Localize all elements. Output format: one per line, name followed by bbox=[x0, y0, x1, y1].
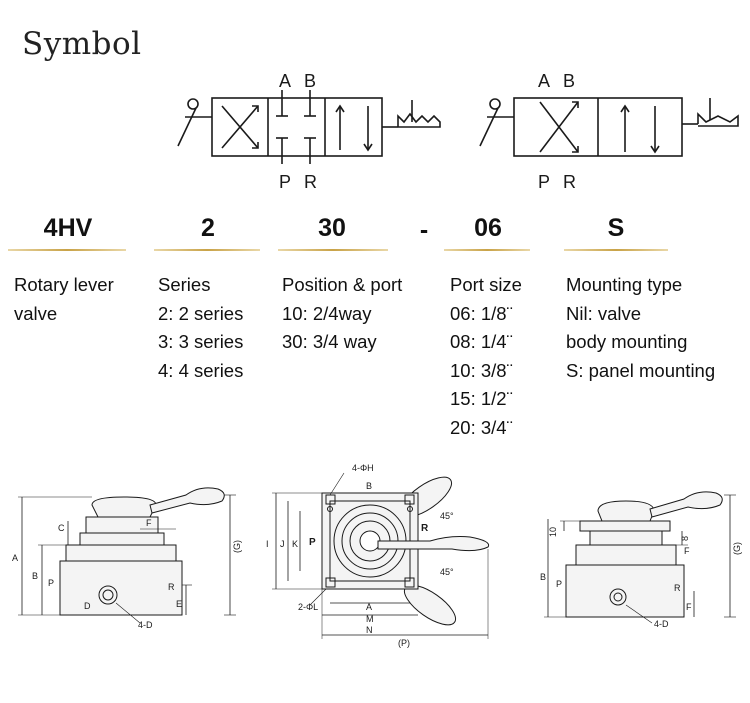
side-view-right bbox=[544, 491, 736, 624]
dim-label-m: M bbox=[366, 614, 374, 624]
desc-line: Nil: valve bbox=[566, 302, 642, 324]
dimension-drawings: A B C F P R E D 4-D (G) bbox=[12, 463, 742, 648]
desc-line: Mounting type bbox=[566, 274, 683, 295]
dim-label-f: F bbox=[146, 518, 152, 528]
lever-knob bbox=[489, 98, 501, 110]
code-underline bbox=[444, 249, 530, 251]
dim-label-c: C bbox=[58, 523, 65, 533]
desc-line: 06: 1/8¨ bbox=[450, 302, 513, 324]
desc-line: 20: 3/4¨ bbox=[450, 416, 513, 438]
dim-label-2l: 2-ΦL bbox=[298, 602, 318, 612]
dim-label-a: A bbox=[12, 553, 18, 563]
dim-label-a: A bbox=[366, 602, 372, 612]
desc-line: 10: 2/4way bbox=[282, 302, 372, 324]
desc-column-port-size: Port size 06: 1/8¨ 08: 1/4¨ 10: 3/8¨ 15:… bbox=[450, 271, 522, 442]
code-underline bbox=[278, 249, 388, 251]
dim-label-g: (G) bbox=[732, 542, 742, 555]
dim-label-k: K bbox=[292, 539, 298, 549]
code-separator: - bbox=[419, 216, 429, 244]
dim-label-pp: (P) bbox=[398, 638, 410, 648]
desc-line: 15: 1/2¨ bbox=[450, 388, 513, 409]
dim-label-4d: 4-D bbox=[654, 619, 669, 629]
lever-knob bbox=[187, 98, 199, 110]
dim-label-r: R bbox=[168, 582, 175, 592]
dim-label-b: B bbox=[366, 481, 372, 491]
dim-label-j: J bbox=[280, 539, 285, 549]
sym-right-port-r: R bbox=[563, 172, 576, 192]
desc-line: 4: 4 series bbox=[158, 359, 244, 381]
code-port-size: 06 bbox=[474, 214, 502, 242]
dim-label-45-bottom: 45° bbox=[440, 567, 454, 577]
sym-left-port-r: R bbox=[304, 172, 317, 192]
dim-label-f-lower: F bbox=[686, 602, 692, 612]
desc-line: body mounting bbox=[566, 331, 688, 352]
dim-label-8: 8 bbox=[680, 536, 690, 541]
desc-line: valve bbox=[14, 302, 58, 324]
code-position-port: 30 bbox=[318, 214, 346, 242]
sym-left-port-b: B bbox=[304, 71, 316, 91]
desc-column-mounting: Mounting type Nil: valve body mounting S… bbox=[566, 271, 715, 385]
desc-column-type: Rotary lever valve bbox=[14, 271, 114, 328]
desc-line: Series bbox=[158, 274, 211, 295]
dim-label-45-top: 45° bbox=[440, 511, 454, 521]
valve-body bbox=[211, 97, 383, 157]
dim-label-g: (G) bbox=[232, 540, 242, 553]
desc-line: S: panel mounting bbox=[566, 359, 716, 381]
desc-line: Position & port bbox=[282, 274, 403, 295]
dim-label-4d: 4-D bbox=[138, 620, 153, 630]
dim-label-d: D bbox=[84, 601, 91, 611]
desc-line: 30: 3/4 way bbox=[282, 331, 377, 352]
code-mounting: S bbox=[607, 214, 625, 242]
dim-label-e: E bbox=[176, 599, 182, 609]
code-series: 4HV bbox=[43, 214, 93, 242]
desc-line: 3: 3 series bbox=[158, 331, 244, 352]
pneumatic-symbols: A B P R A B P R bbox=[177, 71, 739, 192]
code-underline bbox=[8, 249, 126, 251]
code-underline bbox=[564, 249, 668, 251]
symbol-left bbox=[177, 90, 441, 164]
dim-label-4h: 4-ΦH bbox=[352, 463, 374, 473]
desc-column-series: Series 2: 2 series 3: 3 series 4: 4 seri… bbox=[158, 271, 243, 385]
sym-left-port-p: P bbox=[279, 172, 291, 192]
section-title: Symbol bbox=[22, 26, 142, 62]
desc-line: 08: 1/4¨ bbox=[450, 331, 513, 352]
sym-left-port-a: A bbox=[279, 71, 291, 91]
dim-label-10: 10 bbox=[548, 527, 558, 537]
dim-label-n: N bbox=[366, 625, 373, 635]
dim-label-p: P bbox=[556, 579, 562, 589]
desc-line: 10: 3/8¨ bbox=[450, 359, 513, 381]
code-underline bbox=[154, 249, 260, 251]
dim-label-r: R bbox=[421, 523, 429, 534]
dim-label-p: P bbox=[48, 578, 54, 588]
sym-right-port-a: A bbox=[538, 71, 550, 91]
dim-label-b: B bbox=[32, 571, 38, 581]
sym-right-port-p: P bbox=[538, 172, 550, 192]
side-view-left bbox=[18, 487, 236, 624]
dim-label-i: I bbox=[266, 539, 269, 549]
dim-label-r: R bbox=[674, 583, 681, 593]
desc-line: Rotary lever bbox=[14, 274, 114, 295]
sym-right-port-b: B bbox=[563, 71, 575, 91]
dim-label-b: B bbox=[540, 572, 546, 582]
code-series-num: 2 bbox=[201, 214, 215, 242]
dim-label-f-upper: F bbox=[684, 546, 690, 556]
desc-column-position: Position & port 10: 2/4way 30: 3/4 way bbox=[282, 271, 402, 357]
desc-line: 2: 2 series bbox=[158, 302, 244, 324]
top-view-center bbox=[272, 472, 490, 639]
dim-label-p: P bbox=[309, 537, 316, 548]
symbol-right bbox=[479, 97, 739, 157]
desc-line: Port size bbox=[450, 274, 522, 295]
